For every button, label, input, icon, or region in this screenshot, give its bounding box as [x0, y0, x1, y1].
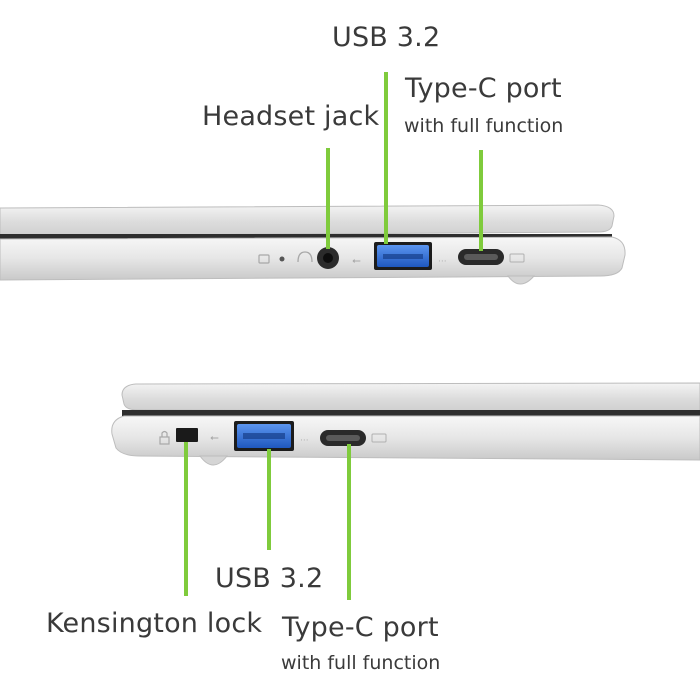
lid-seam [122, 410, 700, 416]
laptop-left-side: ⭠ ··· [111, 382, 700, 600]
laptop-lid [0, 204, 615, 237]
rubber-foot [199, 455, 229, 466]
kensington-lock-label: Kensington lock [46, 608, 263, 639]
battery-indicator-icon [509, 253, 525, 263]
usb-label-top: USB 3.2 [332, 22, 441, 53]
usb-symbol-icon: ⭠ [352, 254, 361, 267]
laptop-lid [121, 382, 700, 413]
type-c-label-bottom: Type-C port [282, 612, 439, 643]
usb-a-port [234, 421, 294, 451]
power-indicator-icon [258, 254, 270, 264]
type-c-label-top: Type-C port [405, 73, 562, 104]
type-c-sublabel-top: with full function [404, 115, 564, 137]
type-c-port [458, 249, 504, 265]
laptop-right-side: ⭠ ··· [0, 72, 626, 285]
type-c-port [320, 430, 366, 446]
usb-a-port [374, 242, 432, 270]
usb-label-bottom: USB 3.2 [215, 563, 324, 594]
battery-indicator-icon [371, 433, 387, 443]
kensington-lock-slot [176, 428, 198, 442]
headset-jack-port [317, 247, 339, 269]
laptop-base [111, 415, 700, 461]
type-c-sublabel-bottom: with full function [281, 652, 441, 674]
status-led [279, 256, 285, 262]
type-c-symbol-icon: ··· [438, 257, 447, 267]
rubber-foot [506, 275, 536, 285]
headset-icon [297, 251, 313, 263]
headset-jack-label: Headset jack [202, 101, 380, 132]
usb-symbol-icon: ⭠ [210, 431, 219, 444]
laptop-base [0, 236, 626, 281]
type-c-symbol-icon: ··· [300, 436, 309, 446]
lid-seam [0, 234, 612, 239]
lock-icon [159, 430, 170, 445]
